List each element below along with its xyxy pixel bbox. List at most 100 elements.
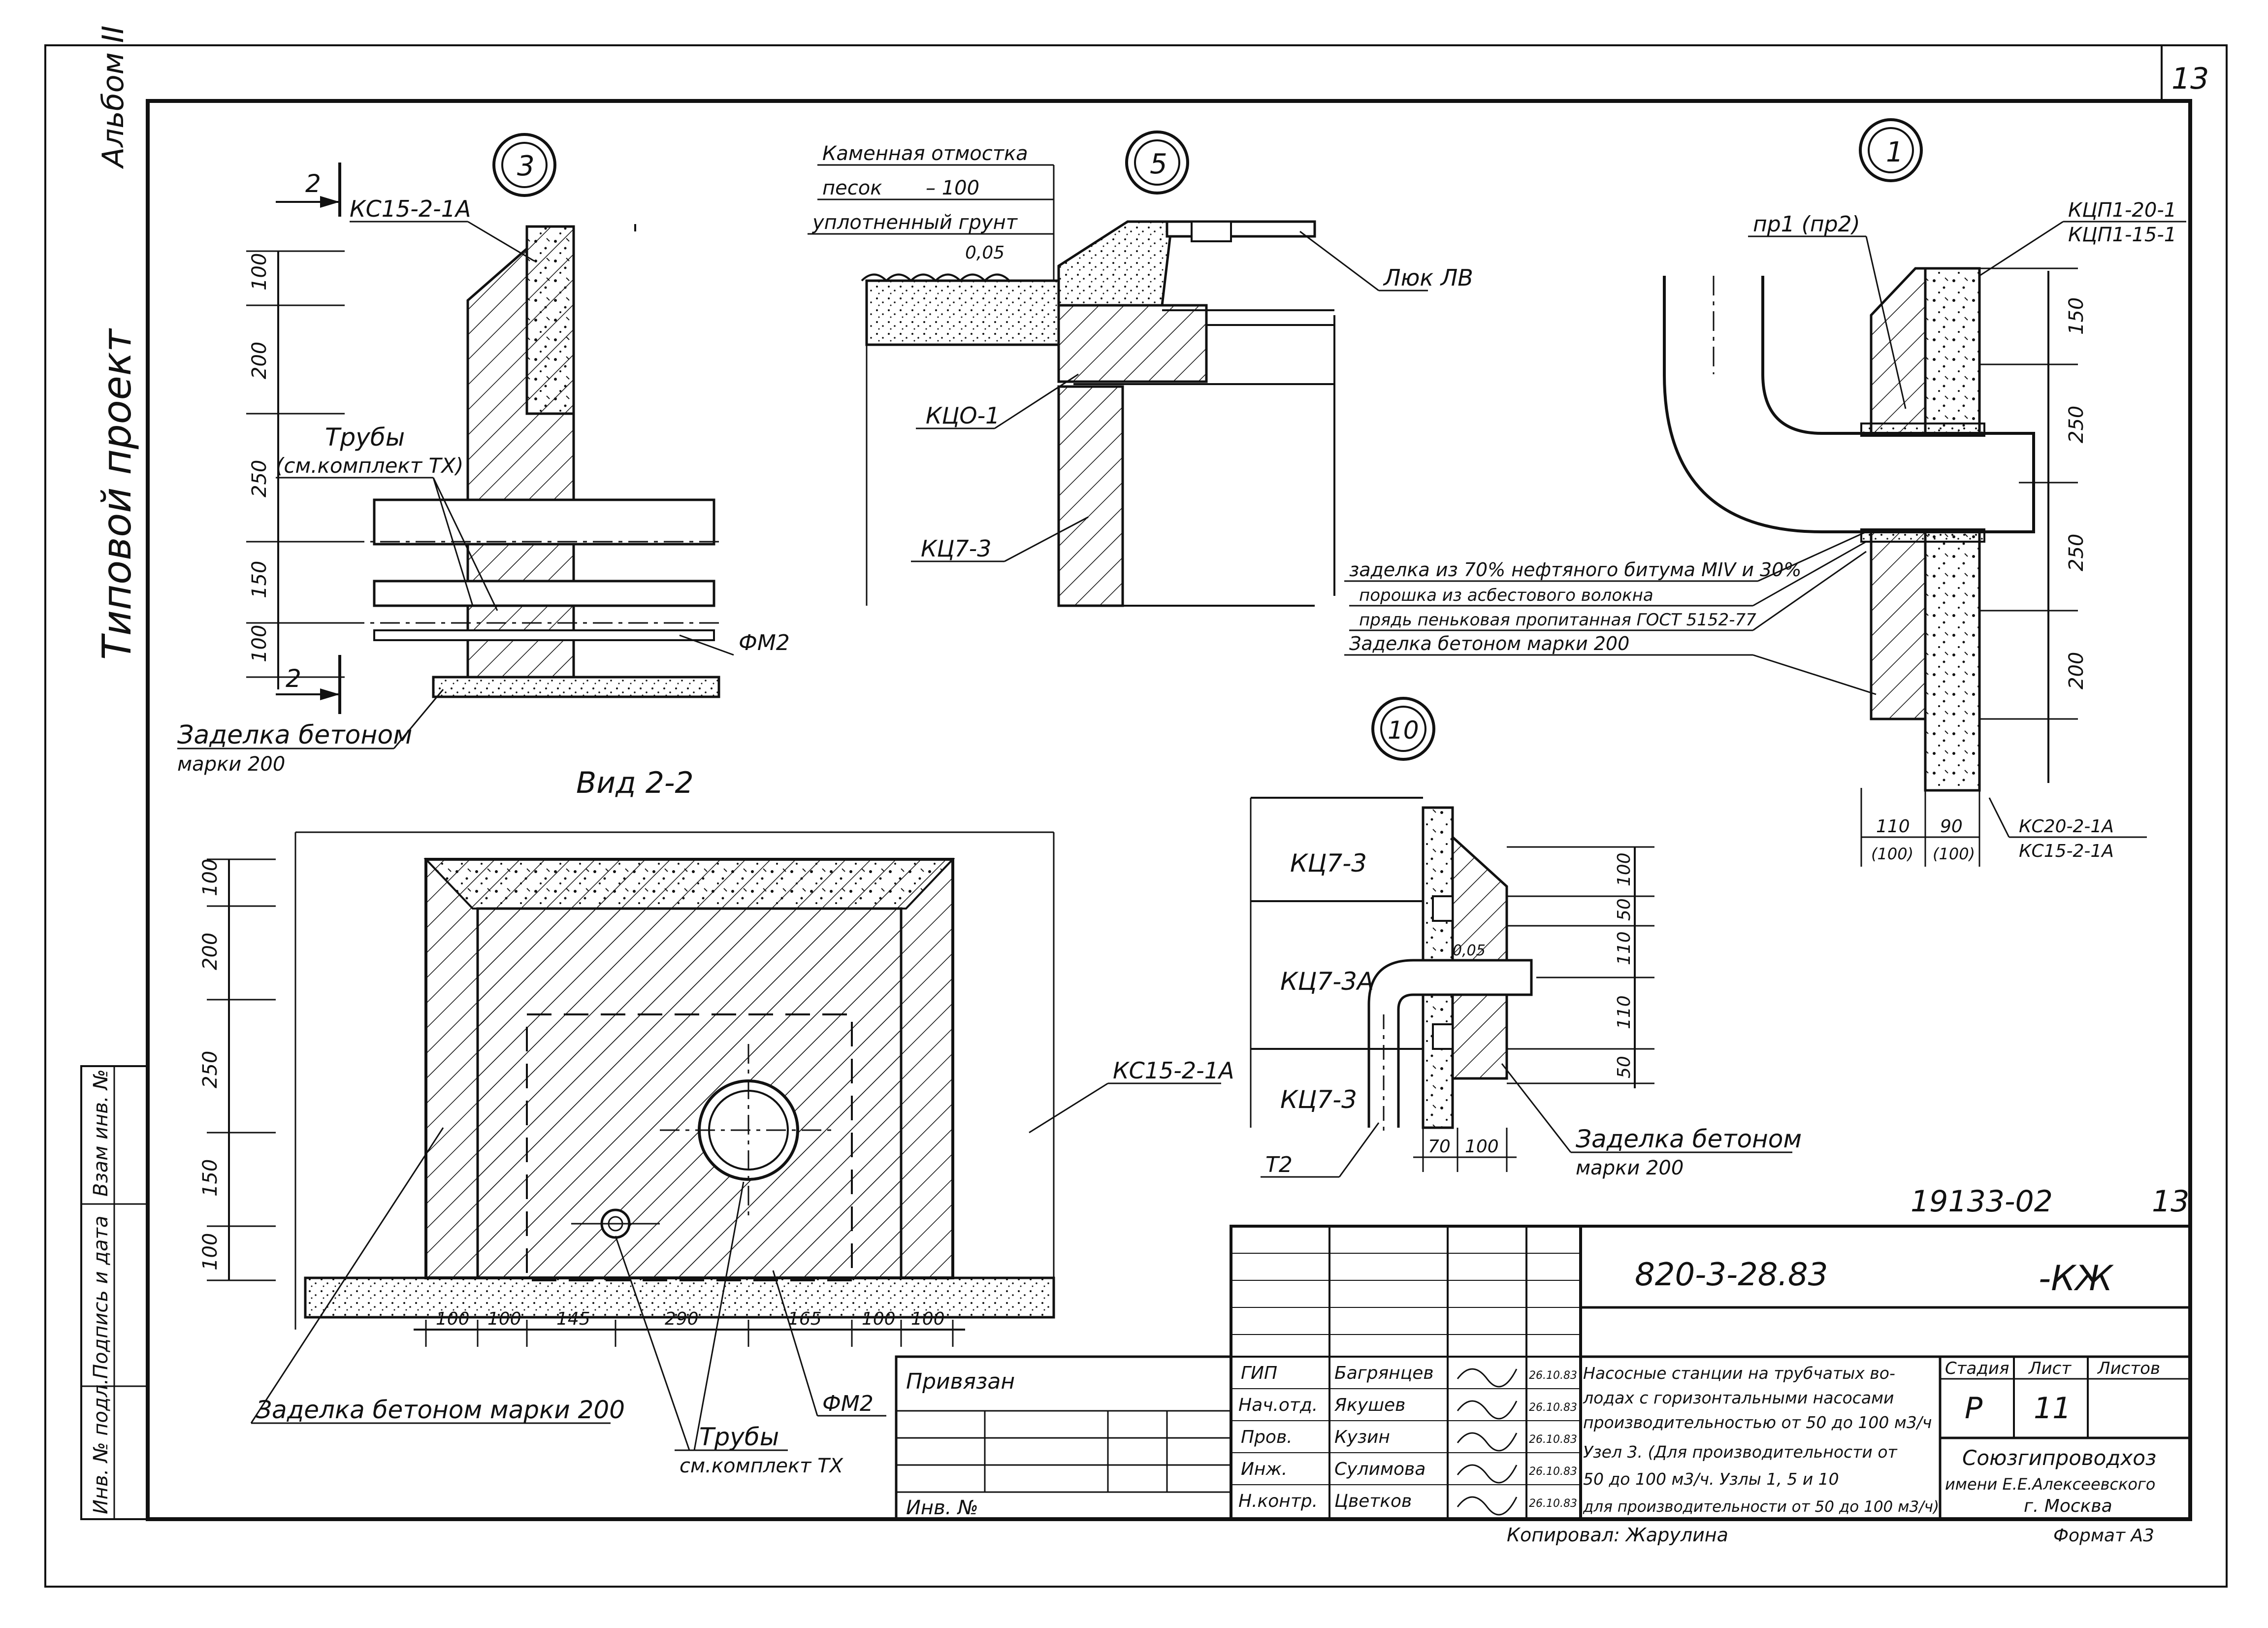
node-3-zadelka-b: марки 200 xyxy=(177,753,285,776)
role-3: Инж. xyxy=(1241,1459,1287,1479)
role-0: ГИП xyxy=(1241,1363,1277,1383)
node-10-t2: Т2 xyxy=(1265,1152,1293,1177)
node-3-kc15-label: КС15-2-1А xyxy=(350,195,471,222)
node-1-kcp1: КЦП1-20-1 xyxy=(2068,199,2176,222)
org-line-3: г. Москва xyxy=(2024,1496,2112,1516)
role-4: Н.контр. xyxy=(1238,1491,1318,1511)
node-1-kc20: КС20-2-1А xyxy=(2019,816,2114,837)
node-1-dim-90: 90 xyxy=(1940,816,1963,837)
node-1-note-3: прядь пеньковая пропитанная ГОСТ 5152-77 xyxy=(1359,610,1756,630)
node-5-pesok-val: – 100 xyxy=(926,177,979,199)
sheet-number: 13 xyxy=(2171,62,2209,96)
node-10-dim-70: 70 xyxy=(1428,1137,1451,1157)
node-1-pr1: пр1 (пр2) xyxy=(1753,212,1860,237)
view-dim-h-0: 100 xyxy=(436,1309,470,1329)
drawing-sheet-num: 13 xyxy=(2152,1184,2189,1219)
date-3: 26.10.83 xyxy=(1529,1465,1577,1478)
node-1-dim-2: 250 xyxy=(2065,534,2088,571)
name-3: Сулимова xyxy=(1334,1459,1426,1479)
node-10-dim-1: 50 xyxy=(1614,898,1634,921)
node-5-grunt: уплотненный грунт xyxy=(812,211,1018,234)
node-5-number: 5 xyxy=(1150,148,1167,180)
view-dim-v-1: 200 xyxy=(199,933,222,970)
title-block: 19133-02 13 Привязан Инв. № 820-3-2 xyxy=(895,1184,2192,1546)
stage-header: Стадия xyxy=(1945,1359,2009,1378)
node-10-kc73-b: КЦ7-3 xyxy=(1280,1085,1357,1114)
view-dim-h-2: 145 xyxy=(556,1309,590,1329)
node-3-ring xyxy=(525,225,575,415)
node-10-number: 10 xyxy=(1388,716,1419,745)
view-dim-v-4: 100 xyxy=(199,1233,222,1270)
node-10-zadelka-b: марки 200 xyxy=(1576,1157,1684,1179)
title-code: 820-3-28.83 xyxy=(1635,1257,1828,1293)
title-suffix: -КЖ xyxy=(2039,1258,2114,1299)
view-dim-v-0: 100 xyxy=(199,859,222,896)
side-stamp-vzam: Взам инв. № xyxy=(90,1069,112,1197)
node-1-dim-100b: (100) xyxy=(1933,845,1975,863)
role-1: Нач.отд. xyxy=(1238,1395,1318,1415)
node-10-dim-3: 110 xyxy=(1614,995,1634,1029)
node-5-detail: 5 Каменная отмостка песок – 100 уплотнен… xyxy=(808,130,1473,607)
title-line-3: производительностью от 50 до 100 м3/ч xyxy=(1583,1413,1932,1432)
copied-by: Копировал: Жарулина xyxy=(1507,1524,1728,1546)
node-10-zadelka-a: Заделка бетоном xyxy=(1576,1125,1802,1153)
view-fmg-label: ФМ2 xyxy=(822,1391,874,1416)
view-pipes-ref: см.комплект ТХ xyxy=(680,1455,844,1477)
node-1-detail: 1 150 250 250 200 110 (100) 90 (100) пр1… xyxy=(1344,118,2186,867)
node-3-dim-3: 150 xyxy=(248,561,271,598)
date-2: 26.10.83 xyxy=(1529,1433,1577,1446)
node-10-dim-100: 100 xyxy=(1465,1137,1499,1157)
node-1-dim-100a: (100) xyxy=(1871,845,1913,863)
side-stamp-inv-podl: Инв. № подл. xyxy=(90,1378,112,1514)
org-line-1: Союзгипроводхоз xyxy=(1962,1446,2156,1470)
name-2: Кузин xyxy=(1334,1427,1390,1447)
sheets-header: Листов xyxy=(2097,1359,2160,1378)
role-2: Пров. xyxy=(1241,1427,1293,1447)
section-mark-bot: 2 xyxy=(286,664,301,693)
view-dim-h-4: 165 xyxy=(788,1309,822,1329)
stage-value: Р xyxy=(1965,1391,1983,1426)
view-dim-h-3: 290 xyxy=(665,1309,699,1329)
view-kc15-label: КС15-2-1А xyxy=(1113,1057,1234,1084)
node-10-dim-4: 50 xyxy=(1614,1056,1634,1078)
date-1: 26.10.83 xyxy=(1529,1401,1577,1414)
sheet-value: 11 xyxy=(2034,1391,2071,1426)
node-3-zadelka-a: Заделка бетоном xyxy=(177,720,412,750)
view-dim-v-2: 250 xyxy=(199,1051,222,1088)
node-1-note-2: порошка из асбестового волокна xyxy=(1359,586,1653,605)
sheet-header: Лист xyxy=(2028,1359,2072,1378)
node-1-dim-1: 250 xyxy=(2065,406,2088,443)
node-10-kc73-a: КЦ7-3 xyxy=(1290,849,1367,878)
node-1-note-4: Заделка бетоном марки 200 xyxy=(1349,633,1629,654)
node-1-kc15: КС15-2-1А xyxy=(2019,841,2114,861)
format-label: Формат А3 xyxy=(2053,1526,2154,1546)
node-10-dim-2: 110 xyxy=(1614,931,1634,965)
node-10-dim-0: 100 xyxy=(1614,852,1634,886)
name-1: Якушев xyxy=(1334,1395,1405,1415)
node-1-dim-0: 150 xyxy=(2065,297,2088,335)
title-privyazan: Привязан xyxy=(906,1369,1015,1394)
title-line-1: Насосные станции на трубчатых во- xyxy=(1583,1364,1895,1383)
title-line-2: лодах с горизонтальными насосами xyxy=(1583,1388,1894,1407)
view-2-2-title: Вид 2-2 xyxy=(576,766,694,800)
view-zadelka-label: Заделка бетоном марки 200 xyxy=(256,1396,625,1424)
node-3-pipes-label: Трубы xyxy=(325,423,405,452)
node-1-kcp2: КЦП1-15-1 xyxy=(2068,224,2176,246)
name-4: Цветков xyxy=(1334,1491,1412,1511)
sub-line-2: 50 до 100 м3/ч. Узлы 1, 5 и 10 xyxy=(1583,1469,1839,1489)
org-line-2: имени Е.Е.Алексеевского xyxy=(1945,1475,2155,1494)
node-5-pesok: песок xyxy=(822,177,882,199)
node-3-dim-4: 100 xyxy=(248,625,271,662)
node-3-detail: 3 100 200 250 150 100 2 2 КС1 xyxy=(177,133,790,776)
node-5-lyuk: Люк ЛВ xyxy=(1383,264,1473,291)
sub-line-1: Узел 3. (Для производительности от xyxy=(1583,1442,1898,1462)
node-1-dim-110: 110 xyxy=(1876,816,1910,837)
date-0: 26.10.83 xyxy=(1529,1369,1577,1382)
node-10-kc73a: КЦ7-3А xyxy=(1280,967,1374,996)
sub-line-3: для производительности от 50 до 100 м3/ч… xyxy=(1583,1498,1939,1516)
node-1-note-1: заделка из 70% нефтяного битума МIV и 30… xyxy=(1349,559,1801,581)
node-5-kamen: Каменная отмостка xyxy=(822,142,1028,165)
node-3-dim-1: 200 xyxy=(248,342,271,379)
node-5-dim-005: 0,05 xyxy=(965,243,1004,263)
